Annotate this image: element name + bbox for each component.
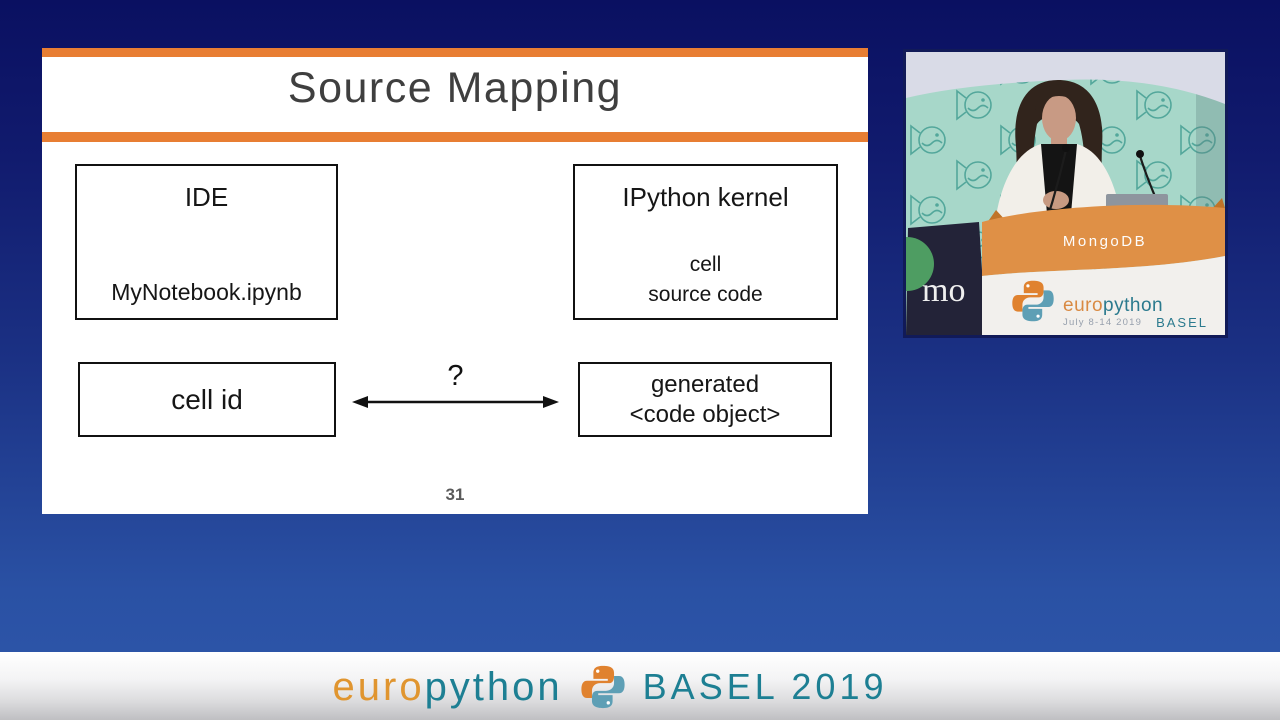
speaker-hands	[1043, 191, 1069, 209]
slide-page-number: 31	[445, 485, 465, 504]
footer-europython-wordmark: europython	[333, 665, 563, 710]
footer-euro-text: euro	[332, 664, 425, 709]
mongodb-banner: mo	[906, 222, 986, 335]
kernel-box-content: cell source code	[575, 250, 836, 310]
code-object-label: <code object>	[629, 400, 781, 428]
speaker-hair	[1015, 80, 1103, 229]
slide-accent-bar-top	[42, 48, 868, 57]
kernel-source-label: source code	[648, 283, 763, 306]
speaker-video-feed: mo MongoDB europython July 8-14 2019 BAS…	[903, 49, 1228, 338]
generated-label: generated	[650, 370, 760, 398]
podium-city-label: BASEL	[1156, 315, 1208, 330]
footer-python-logo-icon	[581, 665, 625, 709]
cell-id-label: cell id	[171, 383, 243, 415]
footer-python-text: python	[424, 664, 563, 709]
footer-logo-group: europython BASEL 2019	[333, 661, 888, 713]
podium-sponsor-text: MongoDB	[1063, 233, 1147, 250]
presentation-slide: Source Mapping IDE MyNotebook.ipynb IPyt…	[42, 48, 868, 514]
podium-front-panel	[982, 256, 1225, 335]
slide-title: Source Mapping	[287, 64, 623, 112]
mongodb-leaf-icon	[906, 237, 934, 291]
podium: MongoDB europython July 8-14 2019 BASEL	[982, 198, 1225, 335]
speaker-face	[1042, 95, 1076, 141]
mongodb-banner-partial-text: mo	[922, 272, 965, 309]
notebook-file-label: MyNotebook.ipynb	[111, 279, 302, 305]
footer-banner: europython BASEL 2019	[0, 652, 1280, 720]
podium-event-dates: July 8-14 2019	[1063, 317, 1142, 328]
cell-id-box: cell id	[78, 362, 336, 437]
ide-box: IDE MyNotebook.ipynb	[75, 164, 338, 320]
kernel-box-title: IPython kernel	[622, 182, 789, 212]
backdrop-top-band	[906, 52, 1225, 104]
kernel-cell-label: cell	[689, 253, 722, 276]
question-mark-label: ?	[447, 360, 464, 392]
podium-europython-wordmark: europython	[1063, 295, 1163, 316]
slide-accent-bar-middle	[42, 132, 868, 142]
podium-sponsor-band	[982, 204, 1225, 276]
mapping-arrow-icon	[350, 394, 561, 410]
ide-box-title: IDE	[184, 182, 229, 212]
ipython-kernel-box: IPython kernel cell source code	[573, 164, 838, 320]
generated-code-object-box: generated <code object>	[578, 362, 832, 437]
footer-event-text: BASEL 2019	[642, 666, 888, 707]
